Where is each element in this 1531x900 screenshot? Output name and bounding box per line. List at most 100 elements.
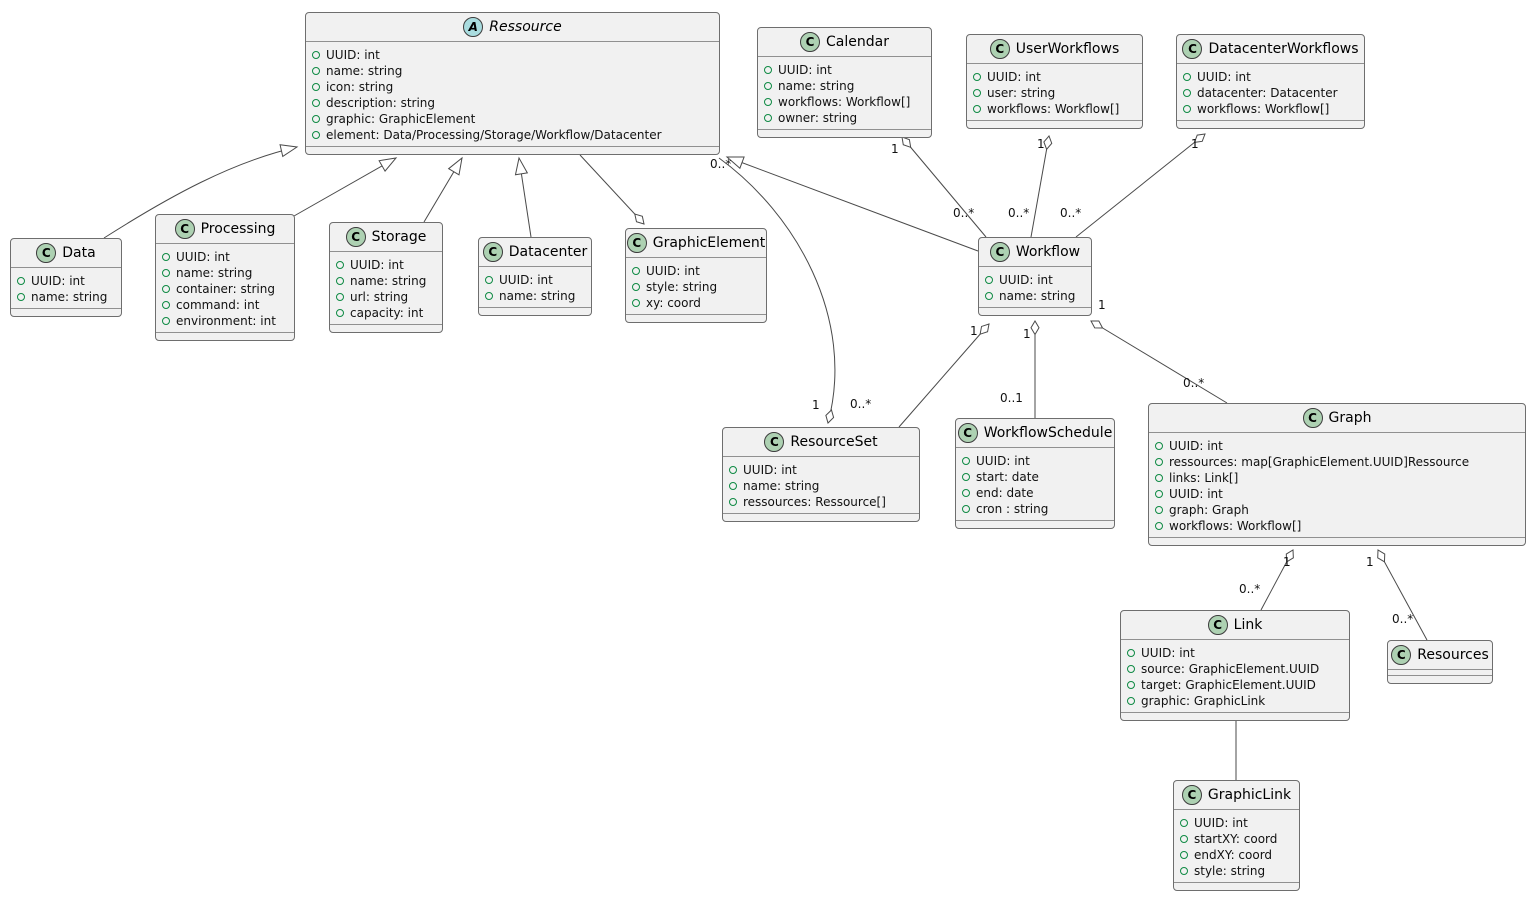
- class-icon: C: [1181, 785, 1202, 805]
- class-workflowschedule-header: C WorkflowSchedule: [956, 419, 1114, 448]
- attribute-text: UUID: int: [743, 463, 797, 477]
- attribute: owner: string: [764, 110, 925, 126]
- multiplicity-label: 0..*: [1060, 206, 1082, 220]
- attribute: graphic: GraphicElement: [312, 111, 713, 127]
- field-visibility-icon: [632, 283, 640, 291]
- field-visibility-icon: [1155, 522, 1163, 530]
- methods-compartment-empty: [1149, 537, 1525, 545]
- methods-compartment-empty: [330, 324, 442, 332]
- field-visibility-icon: [962, 457, 970, 465]
- field-visibility-icon: [1180, 819, 1188, 827]
- class-title: ResourceSet: [790, 434, 878, 450]
- attribute: capacity: int: [336, 305, 436, 321]
- class-datacenterworkflows[interactable]: C DatacenterWorkflows UUID: int datacent…: [1176, 34, 1365, 129]
- field-visibility-icon: [729, 482, 737, 490]
- attribute: command: int: [162, 297, 288, 313]
- class-icon: C: [36, 243, 57, 263]
- attribute-text: name: string: [350, 274, 427, 288]
- attribute: xy: coord: [632, 295, 760, 311]
- attribute-text: graphic: GraphicLink: [1141, 694, 1266, 708]
- multiplicity-label: 0..*: [710, 157, 732, 171]
- attribute: workflows: Workflow[]: [1183, 101, 1358, 117]
- multiplicity-label: 0..*: [850, 397, 872, 411]
- class-data[interactable]: C Data UUID: int name: string: [10, 238, 122, 317]
- field-visibility-icon: [764, 98, 772, 106]
- attribute-text: UUID: int: [646, 264, 700, 278]
- class-link[interactable]: C Link UUID: int source: GraphicElement.…: [1120, 610, 1350, 721]
- class-storage[interactable]: C Storage UUID: int name: string url: st…: [329, 222, 443, 333]
- edge-data-extends-ressource: [103, 144, 299, 239]
- field-visibility-icon: [162, 301, 170, 309]
- field-visibility-icon: [312, 131, 320, 139]
- class-icon: C: [957, 423, 978, 443]
- attribute-text: style: string: [646, 280, 718, 294]
- field-visibility-icon: [962, 489, 970, 497]
- attribute: container: string: [162, 281, 288, 297]
- attribute-list: UUID: int start: date end: date cron : s…: [956, 448, 1114, 520]
- attribute-text: name: string: [176, 266, 253, 280]
- class-graphiclink[interactable]: C GraphicLink UUID: int startXY: coord e…: [1173, 780, 1300, 891]
- attribute-text: UUID: int: [350, 258, 404, 272]
- class-graph-header: C Graph: [1149, 404, 1525, 433]
- methods-compartment-empty: [156, 332, 294, 340]
- methods-compartment-empty: [758, 129, 931, 137]
- class-userworkflows[interactable]: C UserWorkflows UUID: int user: string w…: [966, 34, 1143, 129]
- edge-graph-link-aggregation: [1260, 549, 1294, 611]
- class-icon: C: [1182, 39, 1203, 59]
- attribute-text: UUID: int: [1197, 70, 1251, 84]
- class-datacenter[interactable]: C Datacenter UUID: int name: string: [478, 237, 592, 316]
- methods-compartment-empty: [956, 520, 1114, 528]
- attribute-text: UUID: int: [999, 273, 1053, 287]
- methods-compartment-empty: [1121, 712, 1349, 720]
- attribute: name: string: [729, 478, 913, 494]
- attribute-text: UUID: int: [987, 70, 1041, 84]
- attribute-text: graph: Graph: [1169, 503, 1249, 517]
- field-visibility-icon: [1183, 89, 1191, 97]
- class-ressource[interactable]: A Ressource UUID: int name: string icon:…: [305, 12, 720, 155]
- attribute-text: startXY: coord: [1194, 832, 1278, 846]
- class-workflow-header: C Workflow: [979, 238, 1091, 267]
- class-workflow[interactable]: C Workflow UUID: int name: string: [978, 237, 1092, 316]
- class-title: Resources: [1417, 647, 1489, 663]
- attribute: UUID: int: [162, 249, 288, 265]
- attribute-text: workflows: Workflow[]: [778, 95, 911, 109]
- attribute: workflows: Workflow[]: [1155, 518, 1519, 534]
- multiplicity-label: 1: [891, 142, 899, 156]
- class-workflowschedule[interactable]: C WorkflowSchedule UUID: int start: date…: [955, 418, 1115, 529]
- multiplicity-label: 0..*: [1183, 376, 1205, 390]
- field-visibility-icon: [1155, 474, 1163, 482]
- class-processing[interactable]: C Processing UUID: int name: string cont…: [155, 214, 295, 341]
- attribute: UUID: int: [17, 273, 115, 289]
- attribute-text: end: date: [976, 486, 1034, 500]
- attribute-text: user: string: [987, 86, 1056, 100]
- class-graphicelement[interactable]: C GraphicElement UUID: int style: string…: [625, 228, 767, 323]
- field-visibility-icon: [1155, 490, 1163, 498]
- field-visibility-icon: [764, 82, 772, 90]
- multiplicity-label: 1: [1098, 298, 1106, 312]
- class-resources[interactable]: C Resources: [1387, 640, 1493, 684]
- class-calendar-header: C Calendar: [758, 28, 931, 57]
- multiplicity-label: 1: [1366, 555, 1374, 569]
- class-title: Processing: [200, 221, 276, 237]
- field-visibility-icon: [312, 51, 320, 59]
- attribute: name: string: [485, 288, 585, 304]
- field-visibility-icon: [632, 267, 640, 275]
- attribute-text: icon: string: [326, 80, 394, 94]
- attribute-text: UUID: int: [778, 63, 832, 77]
- field-visibility-icon: [1183, 73, 1191, 81]
- class-graph[interactable]: C Graph UUID: int ressources: map[Graphi…: [1148, 403, 1526, 546]
- field-visibility-icon: [1155, 506, 1163, 514]
- attribute: workflows: Workflow[]: [973, 101, 1136, 117]
- field-visibility-icon: [17, 277, 25, 285]
- attribute: name: string: [312, 63, 713, 79]
- field-visibility-icon: [985, 276, 993, 284]
- field-visibility-icon: [312, 115, 320, 123]
- multiplicity-label: 1: [812, 398, 820, 412]
- class-resourceset[interactable]: C ResourceSet UUID: int name: string res…: [722, 427, 920, 522]
- class-calendar[interactable]: C Calendar UUID: int name: string workfl…: [757, 27, 932, 138]
- field-visibility-icon: [162, 317, 170, 325]
- class-link-header: C Link: [1121, 611, 1349, 640]
- attribute: cron : string: [962, 501, 1108, 517]
- attribute-list: UUID: int name: string container: string…: [156, 244, 294, 332]
